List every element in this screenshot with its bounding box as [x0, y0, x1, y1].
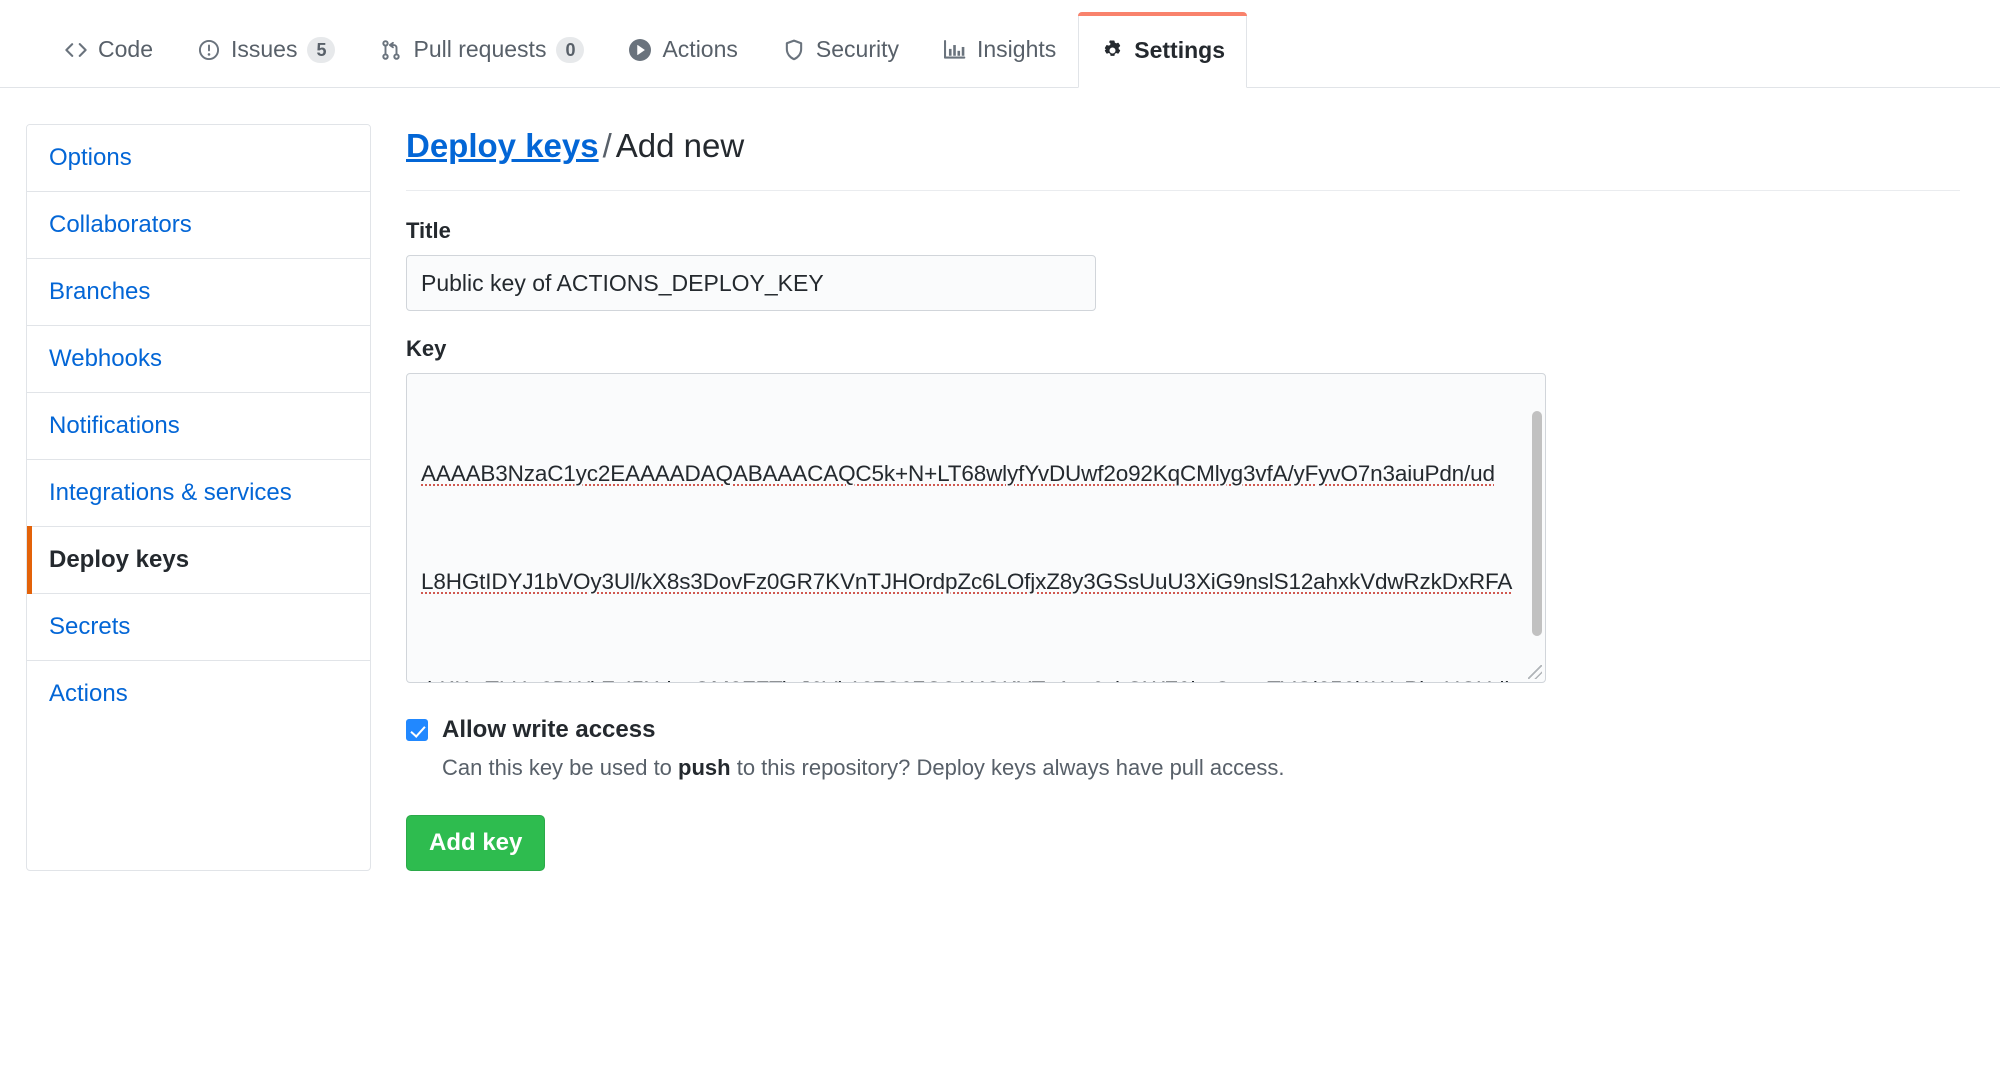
key-line: AAAAB3NzaC1yc2EAAAADAQABAAACAQC5k+N+LT68…	[421, 461, 1495, 486]
tab-label: Code	[98, 36, 153, 62]
sidebar-item-label: Secrets	[49, 613, 131, 640]
settings-page: Options Collaborators Branches Webhooks …	[0, 88, 2000, 871]
issues-count: 5	[307, 36, 336, 63]
issue-opened-icon	[197, 38, 221, 62]
key-textarea-scrollbar[interactable]	[1530, 375, 1544, 681]
tab-issues[interactable]: Issues 5	[175, 11, 358, 87]
shield-icon	[782, 38, 806, 62]
pull-requests-count: 0	[556, 36, 585, 63]
breadcrumb: Deploy keys/Add new	[406, 124, 1960, 191]
sidebar-item-label: Branches	[49, 278, 151, 305]
help-text-push: push	[678, 755, 731, 780]
sidebar-item-label: Deploy keys	[49, 546, 190, 573]
allow-write-access-label: Allow write access	[442, 716, 656, 743]
sidebar-item-collaborators[interactable]: Collaborators	[27, 192, 370, 259]
title-input[interactable]	[406, 255, 1096, 311]
key-line: L8HGtIDYJ1bVOy3Ul/kX8s3DovFz0GR7KVnTJHOr…	[421, 569, 1513, 594]
tab-label: Settings	[1134, 36, 1225, 63]
gear-icon	[1100, 38, 1124, 62]
scrollbar-thumb[interactable]	[1532, 411, 1542, 636]
tab-label: Pull requests	[413, 36, 547, 62]
tab-insights[interactable]: Insights	[921, 11, 1078, 87]
sidebar-item-label: Actions	[49, 680, 128, 707]
sidebar-item-label: Integrations & services	[49, 479, 292, 506]
sidebar-item-deploy-keys[interactable]: Deploy keys	[27, 526, 370, 594]
tab-settings[interactable]: Settings	[1078, 12, 1247, 88]
sidebar-item-branches[interactable]: Branches	[27, 259, 370, 326]
allow-write-access-row[interactable]: Allow write access	[406, 715, 1960, 745]
sidebar-item-actions[interactable]: Actions	[27, 661, 370, 727]
breadcrumb-separator: /	[602, 127, 612, 164]
help-text-after: to this repository? Deploy keys always h…	[730, 755, 1285, 780]
sidebar-item-options[interactable]: Options	[27, 125, 370, 192]
breadcrumb-deploy-keys-link[interactable]: Deploy keys	[406, 127, 599, 164]
code-icon	[64, 38, 88, 62]
graph-icon	[943, 38, 967, 62]
allow-write-access-help: Can this key be used to push to this rep…	[442, 753, 1960, 783]
play-icon	[628, 38, 652, 62]
help-text-before: Can this key be used to	[442, 755, 679, 780]
tab-pull-requests[interactable]: Pull requests 0	[357, 11, 606, 87]
sidebar-item-webhooks[interactable]: Webhooks	[27, 326, 370, 393]
git-pull-request-icon	[379, 38, 403, 62]
tab-label: Actions	[662, 36, 738, 62]
tab-actions[interactable]: Actions	[606, 11, 759, 87]
sidebar-item-label: Webhooks	[49, 345, 162, 372]
sidebar-item-label: Collaborators	[49, 211, 192, 238]
sidebar-item-label: Options	[49, 144, 132, 171]
main-content: Deploy keys/Add new Title Key AAAAB3NzaC…	[397, 124, 1960, 871]
tab-security[interactable]: Security	[760, 11, 921, 87]
sidebar-item-integrations-and-services[interactable]: Integrations & services	[27, 460, 370, 527]
breadcrumb-current: Add new	[615, 127, 745, 164]
allow-write-access-checkbox[interactable]	[406, 719, 428, 741]
key-textarea-content: AAAAB3NzaC1yc2EAAAADAQABAAACAQC5k+N+LT68…	[421, 384, 1513, 682]
tab-code[interactable]: Code	[42, 11, 175, 87]
tab-label: Security	[815, 36, 899, 62]
settings-sidebar: Options Collaborators Branches Webhooks …	[26, 124, 371, 871]
sidebar-item-secrets[interactable]: Secrets	[27, 594, 370, 661]
sidebar-item-label: Notifications	[49, 412, 180, 439]
key-field-label: Key	[406, 336, 447, 361]
key-line: thKKwTLH+2DWkFyI5XdcsQM2FFTiaJ6Vk127S97G…	[421, 672, 1509, 682]
tab-label: Insights	[977, 36, 1057, 62]
sidebar-item-notifications[interactable]: Notifications	[27, 393, 370, 460]
repo-nav: Code Issues 5 Pull requests 0	[0, 0, 2000, 88]
tab-label: Issues	[230, 36, 298, 62]
key-textarea[interactable]: AAAAB3NzaC1yc2EAAAADAQABAAACAQC5k+N+LT68…	[406, 373, 1546, 683]
add-key-button[interactable]: Add key	[406, 815, 546, 871]
resize-handle-icon[interactable]	[1528, 665, 1542, 679]
title-field-label: Title	[406, 218, 451, 243]
